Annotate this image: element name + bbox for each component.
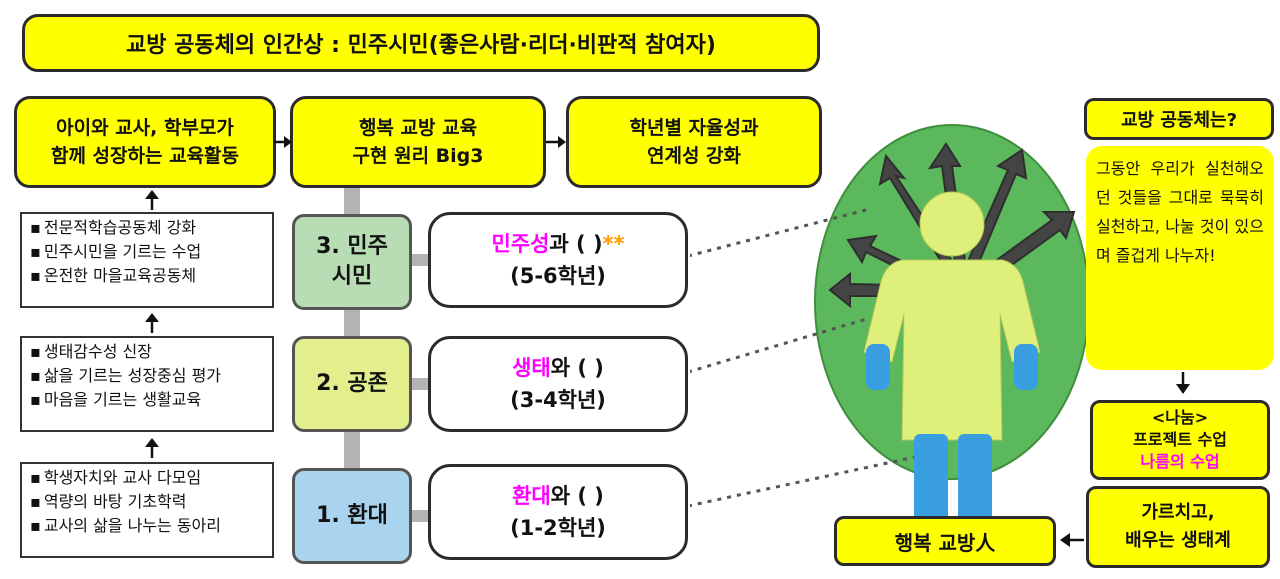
big3-principle-line2: 구현 원리 Big3 (352, 145, 484, 167)
practice-list-top: 전문적학습공동체 강화 민주시민을 기르는 수업 온전한 마을교육공동체 (20, 212, 274, 308)
list-item: 마음을 기르는 생활교육 (30, 388, 264, 412)
list-item: 학생자치와 교사 다모임 (30, 466, 264, 490)
left-arrow-icon (1060, 533, 1084, 547)
grade-autonomy-line1: 학년별 자율성과 (629, 117, 759, 139)
theme-heading: 환대와 ( ) (512, 480, 604, 512)
community-answer: 그동안 우리가 실천해오던 것들을 그대로 묵묵히 실천하고, 나눌 것이 있으… (1096, 159, 1264, 265)
theme-ecology-box: 생태와 ( ) (3-4학년) (428, 336, 688, 432)
list-item: 전문적학습공동체 강화 (30, 216, 264, 240)
theme-mark: ** (602, 232, 625, 256)
stage-label: 2. 공존 (316, 371, 388, 396)
dotted-connector (690, 208, 867, 258)
teach-line1: 가르치고, (1141, 502, 1215, 523)
theme-keyword: 민주성 (491, 232, 550, 256)
sharing-project-box: <나눔> 프로젝트 수업 나름의 수업 (1090, 400, 1270, 480)
stage-hospitality: 1. 환대 (292, 468, 412, 564)
teach-line2: 배우는 생태계 (1125, 530, 1231, 551)
theme-grade: (1-2학년) (510, 516, 606, 540)
down-arrow-icon (1176, 372, 1190, 394)
dotted-connector (690, 316, 871, 373)
theme-grade: (5-6학년) (510, 264, 606, 288)
list-item: 온전한 마을교육공동체 (30, 264, 264, 288)
theme-grade: (3-4학년) (510, 388, 606, 412)
up-arrow-icon (145, 190, 159, 210)
right-arrow-icon (546, 136, 566, 148)
practice-list-middle: 생태감수성 신장 삶을 기르는 성장중심 평가 마음을 기르는 생활교육 (20, 336, 274, 432)
list-item: 삶을 기르는 성장중심 평가 (30, 364, 264, 388)
up-arrow-icon (145, 313, 159, 333)
theme-hospitality-box: 환대와 ( ) (1-2학년) (428, 464, 688, 560)
list-item: 민주시민을 기르는 수업 (30, 240, 264, 264)
teach-learn-box: 가르치고, 배우는 생태계 (1086, 486, 1270, 568)
practice-list-bottom: 학생자치와 교사 다모임 역량의 바탕 기초학력 교사의 삶을 나누는 동아리 (20, 462, 274, 558)
page-title-text: 교방 공동체의 인간상 : 민주시민(좋은사람·리더·비판적 참여자) (126, 33, 716, 58)
person-figure-icon (863, 191, 1041, 538)
big3-principle-box: 행복 교방 교육 구현 원리 Big3 (290, 96, 546, 188)
education-activity-line1: 아이와 교사, 학부모가 (56, 117, 234, 139)
sharing-line1: <나눔> (1151, 408, 1209, 427)
theme-rest: 와 ( ) (550, 356, 604, 380)
up-arrow-icon (145, 438, 159, 458)
sharing-line3: 나름의 수업 (1140, 452, 1220, 471)
grade-autonomy-box: 학년별 자율성과 연계성 강화 (566, 96, 822, 188)
list-item: 역량의 바탕 기초학력 (30, 490, 264, 514)
stage-label-line1: 3. 민주 (316, 234, 388, 259)
community-answer-box: 그동안 우리가 실천해오던 것들을 그대로 묵묵히 실천하고, 나눌 것이 있으… (1086, 146, 1274, 370)
happy-person-label: 행복 교방人 (894, 530, 996, 555)
stage-democratic-citizen: 3. 민주 시민 (292, 214, 412, 310)
education-activity-line2: 함께 성장하는 교육활동 (50, 145, 240, 167)
stage-coexistence: 2. 공존 (292, 336, 412, 432)
grade-autonomy-line2: 연계성 강화 (646, 145, 741, 167)
theme-democracy-box: 민주성과 ( )** (5-6학년) (428, 212, 688, 308)
community-question: 교방 공동체는? (1120, 110, 1238, 131)
horizontal-connector (410, 510, 430, 522)
stage-label-line2: 시민 (331, 264, 373, 289)
theme-rest: 와 ( ) (550, 484, 604, 508)
education-activity-box: 아이와 교사, 학부모가 함께 성장하는 교육활동 (14, 96, 276, 188)
horizontal-connector (410, 378, 430, 390)
theme-heading: 민주성과 ( )** (491, 228, 624, 260)
community-question-box: 교방 공동체는? (1084, 98, 1274, 140)
community-illustration (690, 124, 1090, 538)
happy-person-box: 행복 교방人 (834, 516, 1056, 566)
page-title: 교방 공동체의 인간상 : 민주시민(좋은사람·리더·비판적 참여자) (22, 14, 820, 72)
dotted-connector (690, 454, 921, 508)
list-item: 생태감수성 신장 (30, 340, 264, 364)
right-arrow-icon (274, 136, 292, 148)
theme-heading: 생태와 ( ) (512, 352, 604, 384)
theme-keyword: 환대 (512, 484, 551, 508)
sharing-line2: 프로젝트 수업 (1133, 430, 1227, 449)
stage-label: 1. 환대 (316, 503, 388, 528)
horizontal-connector (410, 254, 430, 266)
list-item: 교사의 삶을 나누는 동아리 (30, 514, 264, 538)
theme-rest: 과 ( ) (549, 232, 603, 256)
big3-principle-line1: 행복 교방 교육 (358, 117, 478, 139)
theme-keyword: 생태 (512, 356, 551, 380)
